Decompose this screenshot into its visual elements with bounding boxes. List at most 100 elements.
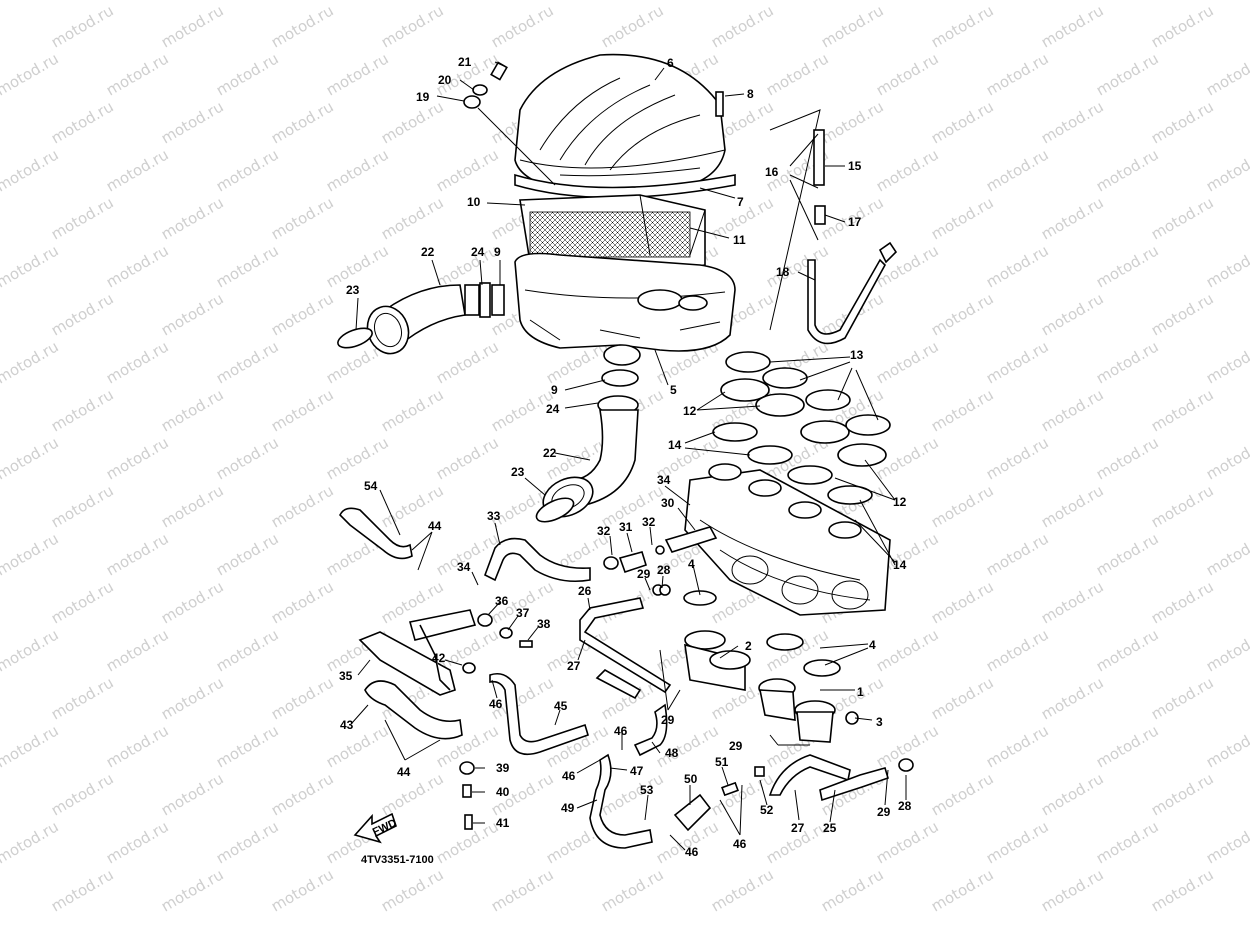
callout-labels: 21 20 19 6 8 7 10 11 22 24 9 23 5 9 24 2… bbox=[339, 55, 912, 859]
watermark-text: motod.ru bbox=[1148, 865, 1217, 915]
callout-12-lower: 12 bbox=[893, 495, 907, 509]
callout-17: 17 bbox=[848, 215, 862, 229]
watermark-text: motod.ru bbox=[433, 145, 502, 195]
watermark-text: motod.ru bbox=[268, 289, 337, 339]
callout-36: 36 bbox=[495, 594, 509, 608]
callout-41: 41 bbox=[496, 816, 510, 830]
callout-46-mid: 46 bbox=[614, 724, 628, 738]
watermark-text: motod.ru bbox=[928, 481, 997, 531]
watermark-text: motod.ru bbox=[1203, 145, 1250, 195]
watermark-text: motod.ru bbox=[928, 289, 997, 339]
watermark-text: motod.ru bbox=[928, 577, 997, 627]
callout-8: 8 bbox=[747, 87, 754, 101]
watermark-text: motod.ru bbox=[488, 865, 557, 915]
watermark-text: motod.ru bbox=[983, 529, 1052, 579]
intake-duct-upper bbox=[366, 284, 466, 355]
callout-28-far-right: 28 bbox=[898, 799, 912, 813]
callout-54: 54 bbox=[364, 479, 378, 493]
watermark-text: motod.ru bbox=[323, 0, 392, 3]
watermark-text: motod.ru bbox=[1148, 481, 1217, 531]
watermark-text: motod.ru bbox=[103, 625, 172, 675]
watermark-text: motod.ru bbox=[1203, 0, 1250, 3]
hose-25-27-right bbox=[768, 754, 889, 802]
callout-46-bottom: 46 bbox=[685, 845, 699, 859]
watermark-text: motod.ru bbox=[818, 865, 887, 915]
watermark-text: motod.ru bbox=[1038, 769, 1107, 819]
callout-28-top: 28 bbox=[657, 563, 671, 577]
watermark-text: motod.ru bbox=[0, 337, 62, 387]
watermark-text: motod.ru bbox=[1203, 721, 1250, 771]
watermark-text: motod.ru bbox=[1038, 673, 1107, 723]
watermark-text: motod.ru bbox=[983, 241, 1052, 291]
watermark-text: motod.ru bbox=[0, 433, 62, 483]
duct-joint-rings-upper bbox=[464, 282, 505, 318]
watermark-text: motod.ru bbox=[158, 193, 227, 243]
watermark-text: motod.ru bbox=[213, 625, 282, 675]
pipe-35 bbox=[358, 609, 477, 696]
callout-30: 30 bbox=[661, 496, 675, 510]
watermark-text: motod.ru bbox=[48, 481, 117, 531]
callout-38: 38 bbox=[537, 617, 551, 631]
watermark-text: motod.ru bbox=[1038, 1, 1107, 51]
watermark-text: motod.ru bbox=[378, 865, 447, 915]
watermark-text: motod.ru bbox=[158, 1, 227, 51]
watermark-text: motod.ru bbox=[1038, 577, 1107, 627]
callout-46-left: 46 bbox=[489, 697, 503, 711]
watermark-text: motod.ru bbox=[158, 481, 227, 531]
watermark-text: motod.ru bbox=[1038, 865, 1107, 915]
callout-24-upper: 24 bbox=[471, 245, 485, 259]
callout-3: 3 bbox=[876, 715, 883, 729]
watermark-text: motod.ru bbox=[1093, 0, 1162, 3]
watermark-text: motod.ru bbox=[1148, 385, 1217, 435]
watermark-text: motod.ru bbox=[268, 865, 337, 915]
watermark-text: motod.ru bbox=[1203, 49, 1250, 99]
watermark-text: motod.ru bbox=[0, 625, 62, 675]
watermark-text: motod.ru bbox=[0, 49, 62, 99]
watermark-text: motod.ru bbox=[708, 865, 777, 915]
watermark-text: motod.ru bbox=[103, 817, 172, 867]
callout-44-lower: 44 bbox=[397, 765, 411, 779]
watermark-text: motod.ru bbox=[983, 433, 1052, 483]
watermark-text: motod.ru bbox=[543, 0, 612, 3]
watermark-text: motod.ru bbox=[1203, 433, 1250, 483]
callout-12-upper: 12 bbox=[683, 404, 697, 418]
watermark-text: motod.ru bbox=[928, 865, 997, 915]
watermark-text: motod.ru bbox=[0, 241, 62, 291]
watermark-text: motod.ru bbox=[1203, 241, 1250, 291]
callout-21: 21 bbox=[458, 55, 472, 69]
watermark-text: motod.ru bbox=[213, 145, 282, 195]
watermark-text: motod.ru bbox=[158, 865, 227, 915]
callout-50: 50 bbox=[684, 772, 698, 786]
watermark-text: motod.ru bbox=[1148, 769, 1217, 819]
watermark-text: motod.ru bbox=[1148, 1, 1217, 51]
watermark-text: motod.ru bbox=[323, 433, 392, 483]
watermark-text: motod.ru bbox=[378, 97, 447, 147]
watermark-text: motod.ru bbox=[1038, 385, 1107, 435]
watermark-text: motod.ru bbox=[433, 241, 502, 291]
watermark-text: motod.ru bbox=[103, 337, 172, 387]
watermark-text: motod.ru bbox=[48, 289, 117, 339]
watermark-text: motod.ru bbox=[213, 241, 282, 291]
watermark-text: motod.ru bbox=[103, 529, 172, 579]
callout-52: 52 bbox=[760, 803, 774, 817]
watermark-text: motod.ru bbox=[1148, 673, 1217, 723]
watermark-text: motod.ru bbox=[0, 145, 62, 195]
watermark-text: motod.ru bbox=[268, 481, 337, 531]
watermark-text: motod.ru bbox=[873, 625, 942, 675]
callout-34-right: 34 bbox=[657, 473, 671, 487]
watermark-text: motod.ru bbox=[378, 193, 447, 243]
watermark-text: motod.ru bbox=[928, 1, 997, 51]
watermark-text: motod.ru bbox=[1093, 625, 1162, 675]
callout-43: 43 bbox=[340, 718, 354, 732]
callout-2: 2 bbox=[745, 639, 752, 653]
watermark-text: motod.ru bbox=[48, 193, 117, 243]
watermark-text: motod.ru bbox=[0, 817, 62, 867]
watermark-text: motod.ru bbox=[323, 145, 392, 195]
watermark-text: motod.ru bbox=[1093, 433, 1162, 483]
watermark-text: motod.ru bbox=[873, 337, 942, 387]
watermark-text: motod.ru bbox=[1203, 625, 1250, 675]
air-filter-element bbox=[519, 194, 706, 271]
watermark-text: motod.ru bbox=[763, 0, 832, 3]
callout-39: 39 bbox=[496, 761, 510, 775]
